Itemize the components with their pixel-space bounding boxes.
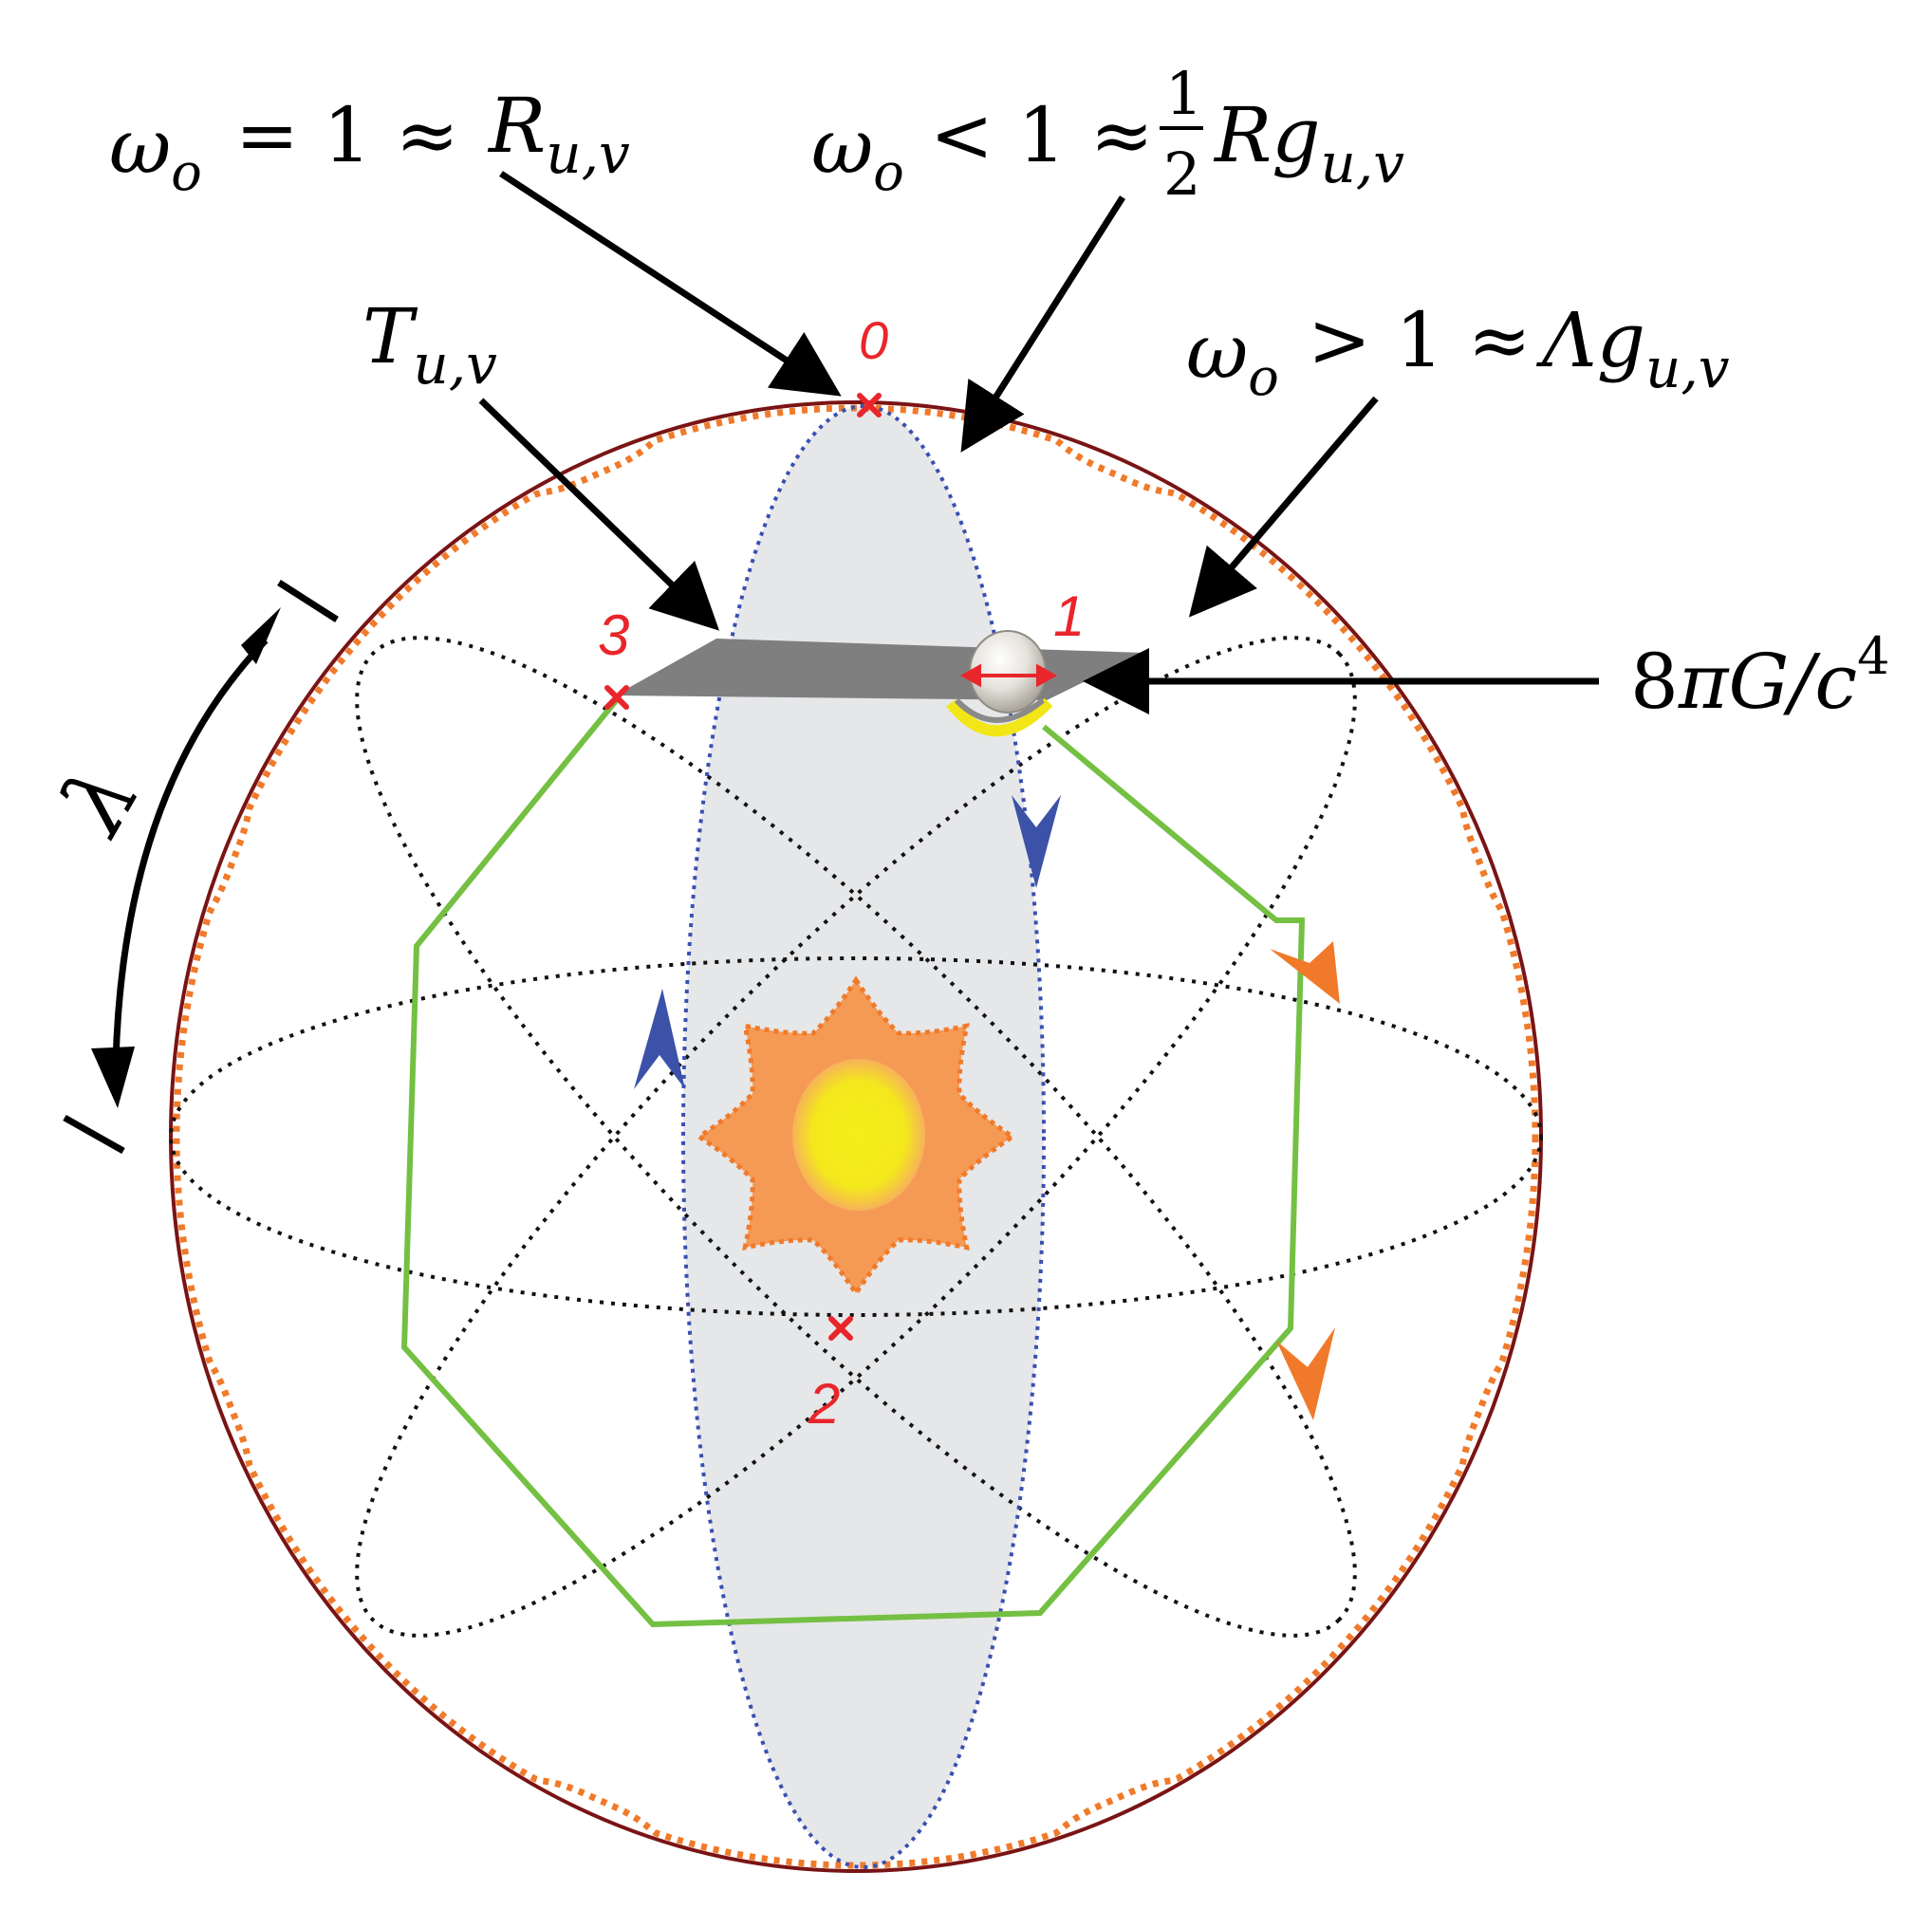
callout-omega-eq — [499, 171, 842, 397]
tick-top — [277, 580, 339, 622]
direction-arrow-down-icon — [1012, 795, 1061, 888]
curvature-well-inner — [954, 697, 1045, 723]
point-label-0: 0 — [859, 310, 888, 370]
label-omega-eq: ωo = 1 ≈ Ru,v — [109, 82, 630, 202]
star-core — [792, 1059, 925, 1211]
callout-omega-lt — [960, 195, 1125, 453]
svg-text:Rgu,v: Rgu,v — [1213, 91, 1404, 195]
curvature-well — [946, 697, 1053, 737]
orbit-ellipses — [169, 636, 1543, 1638]
lambda-arc — [112, 638, 269, 1064]
svg-text:ωo: ωo — [109, 102, 202, 202]
wavelength-indicator — [63, 580, 339, 1155]
lambda-label: λ — [37, 747, 159, 853]
svg-text:ωo: ωo — [1186, 307, 1279, 407]
green-polygon — [400, 695, 1306, 1628]
label-tensor: Tu,v — [362, 292, 497, 397]
lambda-arrow-top-icon — [241, 607, 281, 664]
svg-text:Λgu,v: Λgu,v — [1535, 296, 1730, 400]
callout-arrows — [478, 171, 1599, 714]
svg-text:= 1 ≈: = 1 ≈ — [235, 91, 459, 179]
point-label-1: 1 — [1053, 584, 1085, 648]
svg-text:< 1 ≈: < 1 ≈ — [930, 91, 1154, 179]
equatorial-orbit — [169, 956, 1543, 1317]
lambda-arrow-bottom-icon — [91, 1047, 135, 1108]
tilted-orbit-right — [355, 636, 1357, 1638]
meridian-outline — [681, 404, 1046, 1869]
label-omega-gt: ωo > 1 ≈ Λgu,v — [1186, 296, 1730, 407]
point-label-2: 2 — [808, 1372, 840, 1436]
svg-text:8πG/c4: 8πG/c4 — [1630, 626, 1890, 726]
svg-text:1: 1 — [1165, 59, 1202, 128]
svg-text:ωo: ωo — [811, 102, 904, 202]
point-marker-0 — [857, 393, 882, 417]
point-marker-3 — [604, 685, 629, 710]
direction-arrow-up-icon — [634, 989, 685, 1089]
label-coupling: 8πG/c4 — [1630, 626, 1890, 726]
orange-arrow-upper-icon — [1270, 941, 1340, 1004]
spin-arrow-icon — [959, 663, 1058, 688]
svg-text:> 1 ≈: > 1 ≈ — [1308, 296, 1532, 384]
point-markers — [604, 393, 882, 1341]
label-omega-lt: ωo < 1 ≈ 1 2 Rgu,v — [811, 59, 1404, 209]
svg-text:Ru,v: Ru,v — [487, 82, 630, 186]
point-label-3: 3 — [598, 603, 629, 667]
svg-text:Tu,v: Tu,v — [362, 292, 497, 397]
point-marker-2 — [828, 1316, 853, 1341]
svg-text:2: 2 — [1163, 139, 1200, 209]
callout-omega-gt — [1188, 396, 1379, 618]
orange-arrow-lower-icon — [1276, 1327, 1335, 1420]
tilted-orbit-left — [355, 636, 1357, 1638]
callout-tensor — [478, 398, 720, 631]
tick-bottom — [63, 1114, 125, 1155]
